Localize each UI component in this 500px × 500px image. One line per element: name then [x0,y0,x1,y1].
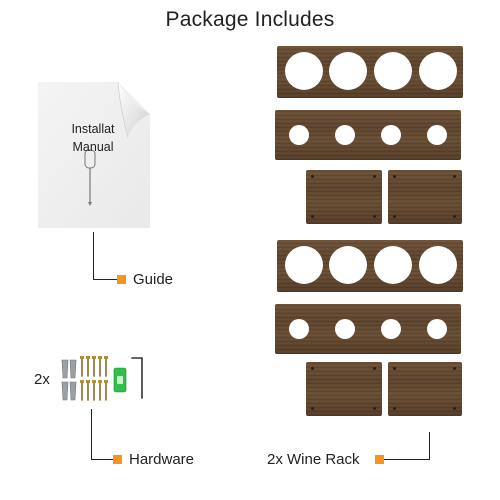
wine-rack-2-large-hole-board [277,240,463,292]
wine-rack-2-small-hole-board [275,304,461,354]
page-title: Package Includes [165,8,335,31]
wine-rack-connector-vertical [429,432,430,460]
guide-connector-horizontal [93,279,117,280]
wine-rack-marker [375,455,384,464]
guide-label: Guide [133,271,174,288]
guide-connector-vertical [93,232,94,280]
manual-title-line1: Installat [71,122,115,136]
wine-rack-1-bracket-left [306,170,382,224]
wine-rack-1-bracket-right [388,170,462,224]
manual-title-line2: Manual [72,140,114,154]
manual-page-icon [38,82,150,228]
hardware-connector-vertical [91,409,92,459]
hardware-marker [113,455,122,464]
guide-marker [117,275,126,284]
wine-rack-label: 2x Wine Rack [267,451,360,468]
hardware-label: Hardware [129,451,195,468]
wine-rack-1-large-hole-board [277,46,463,98]
wine-rack-connector-horizontal [384,459,430,460]
wine-rack-2-bracket-left [306,362,382,416]
wine-rack-2-bracket-right [388,362,462,416]
wine-rack-1-small-hole-board [275,110,461,160]
hardware-icon [61,356,143,401]
hardware-quantity: 2x [34,371,50,388]
installation-manual: Installat Manual [38,82,150,228]
hardware-connector-horizontal [91,459,113,460]
